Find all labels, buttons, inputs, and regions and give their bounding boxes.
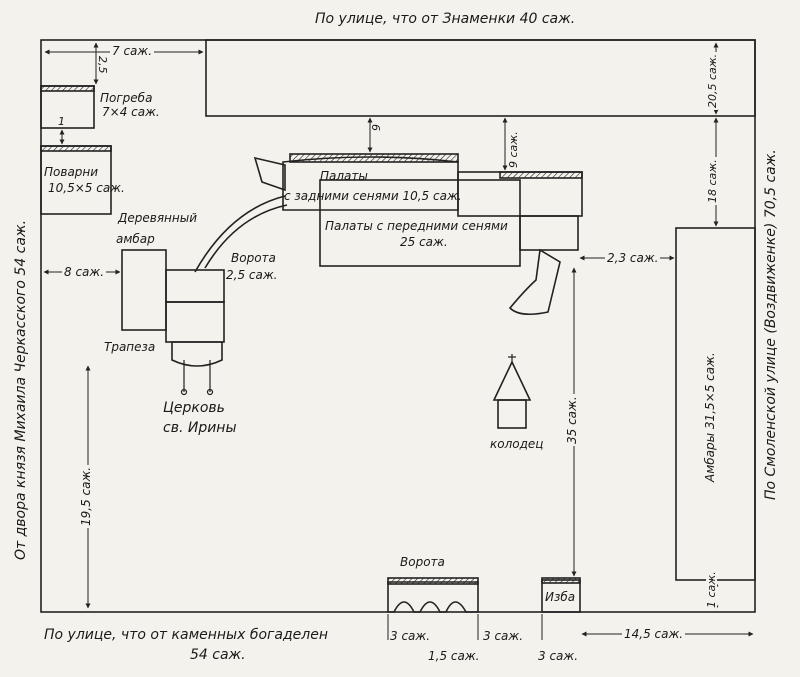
edge-top-label: По улице, что от Знаменки 40 саж. — [315, 11, 576, 27]
palaty-back-hatch — [289, 153, 459, 163]
church-apse — [171, 341, 223, 367]
palaty-zadni-label: с задними сенями 10,5 саж. — [284, 189, 462, 203]
dim-label-2-3: 2,3 саж. — [605, 251, 661, 265]
north-building — [205, 39, 756, 117]
edge-left-label: От двора князя Михаила Черкасского 54 са… — [13, 219, 29, 560]
dim-label-3a: 3 саж. — [390, 629, 431, 643]
dim-label-3c: 3 саж. — [538, 649, 579, 663]
pogreba-title: Погреба — [100, 91, 153, 105]
ambary-label: Амбары 31,5×5 саж. — [703, 352, 717, 482]
dim-label-1-5: 1,5 саж. — [428, 649, 480, 663]
covered-passage-inner — [204, 204, 288, 269]
dim-label-20-5: 20,5 саж. — [706, 51, 719, 110]
dim-label-1: 1 — [58, 115, 65, 128]
edge-bottom-label-2: 54 саж. — [190, 647, 246, 663]
gate-north — [165, 269, 225, 303]
povarni-hatch — [40, 145, 112, 152]
palaty-wing — [519, 215, 579, 251]
dim-label-8: 8 саж. — [62, 265, 107, 279]
dim-label-9: 9 саж. — [507, 131, 520, 168]
gate-south — [387, 581, 479, 613]
porch-steps — [508, 248, 561, 316]
gate-south-hatch — [387, 577, 479, 585]
vorota-north-size: 2,5 саж. — [226, 268, 278, 282]
pogreba-hatch — [40, 85, 95, 92]
pogreba-size: 7×4 саж. — [102, 105, 160, 119]
palaty-title: Палаты — [320, 169, 368, 183]
kolodets-label: колодец — [490, 437, 544, 451]
povarni-building — [40, 145, 112, 215]
palaty-tower — [253, 156, 286, 192]
vorota-north-title: Ворота — [231, 251, 276, 265]
povarni-size: 10,5×5 саж. — [48, 181, 125, 195]
church-title: Церковь — [163, 400, 225, 416]
covered-passage — [194, 195, 286, 273]
dim-label-35: 35 саж. — [565, 394, 579, 446]
property-boundary — [40, 39, 756, 613]
povarni-title: Поварни — [44, 165, 99, 179]
pogreba-building — [40, 85, 95, 129]
well-roof — [492, 360, 532, 401]
izba-label: Изба — [545, 590, 576, 604]
palaty-annex-hatch — [499, 171, 583, 179]
church-subtitle: св. Ирины — [163, 420, 237, 436]
trapeza-building — [165, 301, 225, 343]
vorota-south-label: Ворота — [400, 555, 445, 569]
wooden-barn — [121, 249, 167, 331]
palaty-peredni-label: Палаты с передними сенями — [325, 219, 508, 233]
edge-right-label: По Смоленской улице (Воздвиженке) 70,5 с… — [763, 149, 779, 500]
dim-label-6: 6 — [369, 124, 382, 131]
palaty-peredni-size: 25 саж. — [400, 235, 448, 249]
derevyanny-title: Деревянный — [118, 211, 198, 225]
izba-hatch — [541, 577, 581, 584]
church-domes — [180, 354, 516, 396]
trapeza-label: Трапеза — [104, 340, 156, 354]
dim-label-3b: 3 саж. — [483, 629, 524, 643]
dim-label-19-5: 19,5 саж. — [79, 464, 93, 528]
edge-bottom-label-1: По улице, что от каменных богаделен — [44, 627, 328, 643]
well-building — [497, 399, 527, 429]
dim-label-7: 7 саж. — [110, 44, 155, 58]
dim-label-14-5: 14,5 саж. — [622, 627, 686, 641]
derevyanny-subtitle: амбар — [116, 232, 155, 246]
dim-label-1-right: 1 саж. — [705, 569, 718, 610]
dim-label-2-5: 2,5 — [96, 56, 109, 74]
dim-label-18: 18 саж. — [706, 157, 719, 205]
